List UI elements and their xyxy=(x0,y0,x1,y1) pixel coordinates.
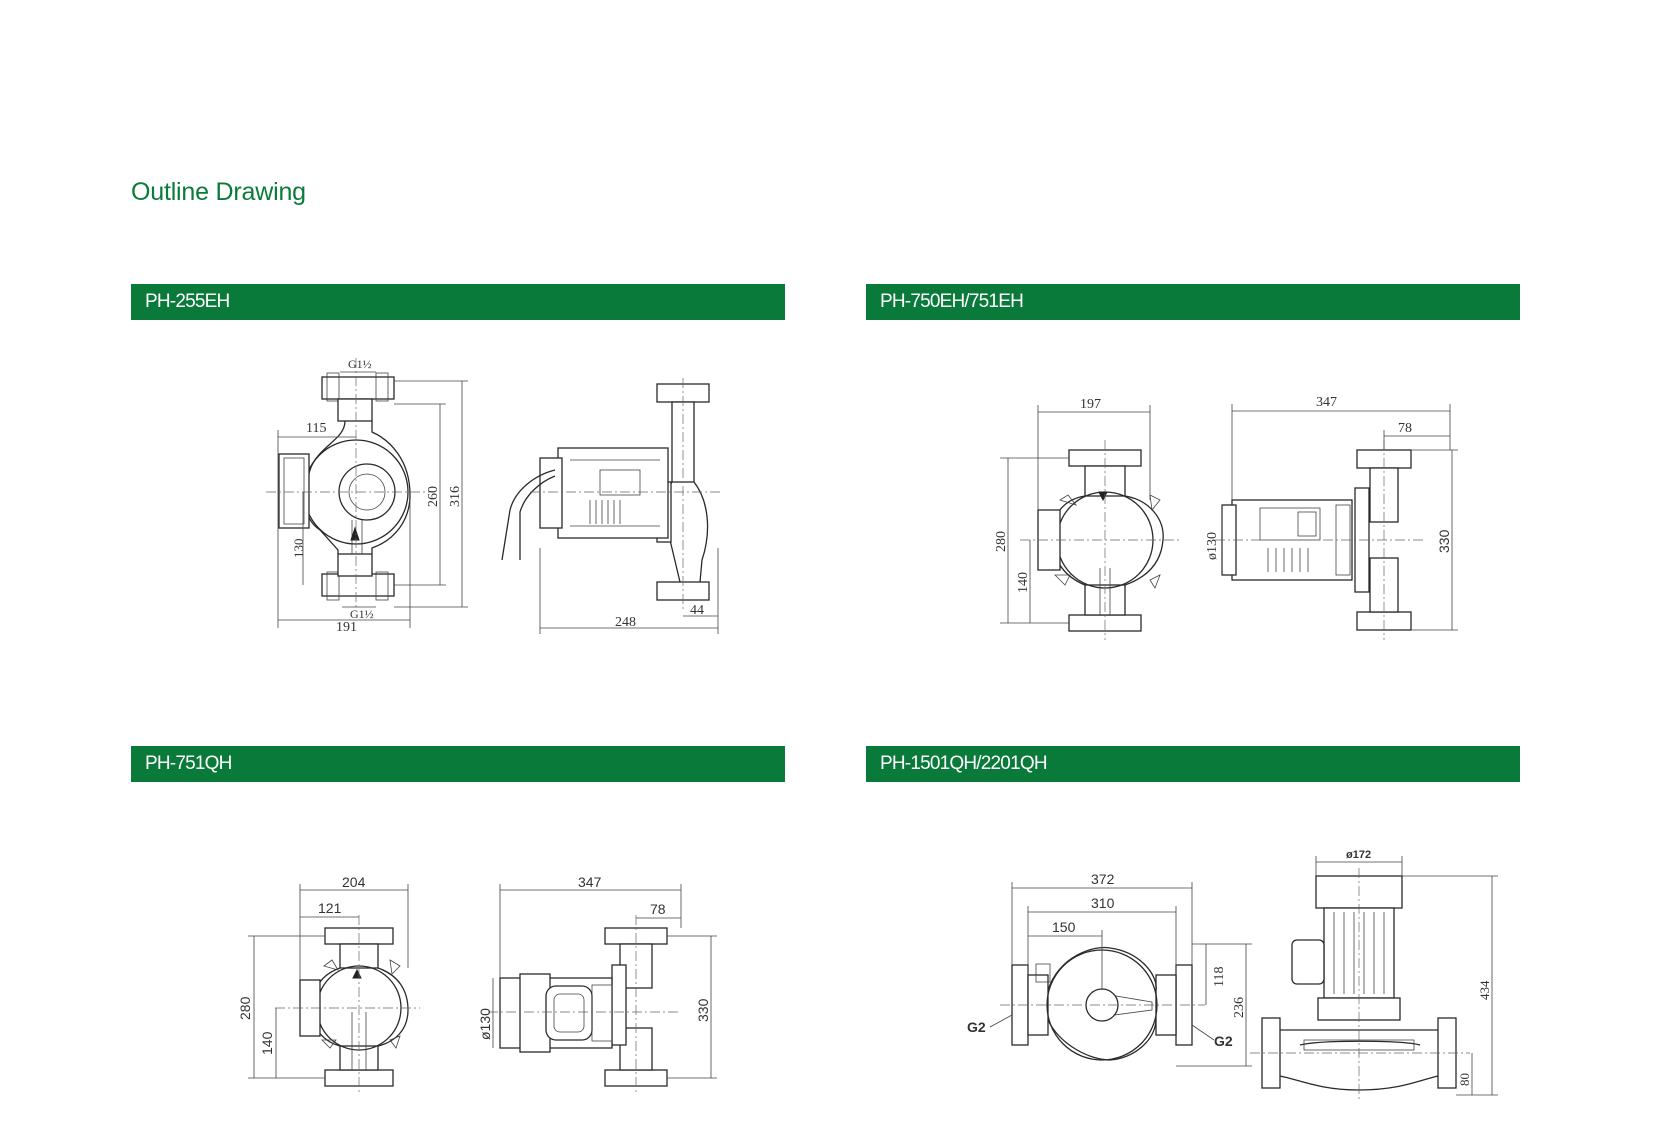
dim-191: 191 xyxy=(336,620,357,635)
ph-751qh-side-view: 347 78 ø130 330 xyxy=(477,874,717,1095)
ph-255eh-front-view: G1½ 115 191 G1½ 130 260 316 xyxy=(266,357,468,635)
dim-140: 140 xyxy=(1016,572,1031,593)
dim-dia-130: ø130 xyxy=(1205,532,1220,560)
dim-330: 330 xyxy=(695,998,711,1022)
dim-330: 330 xyxy=(1436,529,1452,553)
dim-78: 78 xyxy=(650,901,666,917)
dim-310: 310 xyxy=(1091,895,1115,911)
dim-dia-130: ø130 xyxy=(477,1008,493,1040)
dim-dia-172: ø172 xyxy=(1346,849,1371,861)
section-header-ph-255eh: PH-255EH xyxy=(131,284,785,320)
dim-118: 118 xyxy=(1212,967,1227,987)
dim-130: 130 xyxy=(291,539,306,559)
page-title: Outline Drawing xyxy=(131,178,306,206)
dim-197: 197 xyxy=(1080,397,1101,412)
dim-347: 347 xyxy=(578,874,602,890)
ph-750eh-front-view: 197 280 140 xyxy=(994,397,1180,640)
dim-g2-right: G2 xyxy=(1214,1033,1233,1049)
section-header-ph-751qh: PH-751QH xyxy=(131,746,785,782)
dim-150: 150 xyxy=(1052,919,1076,935)
dim-260: 260 xyxy=(426,486,441,507)
ph-1501qh-side-view: ø172 434 80 xyxy=(1250,849,1498,1100)
dim-thread-top: G1½ xyxy=(348,357,372,371)
ph-750eh-side-view: 347 78 ø130 330 xyxy=(1205,395,1458,640)
dim-80: 80 xyxy=(1457,1073,1472,1086)
section-header-ph-750eh: PH-750EH/751EH xyxy=(866,284,1520,320)
dim-204: 204 xyxy=(342,874,366,890)
dim-78: 78 xyxy=(1398,421,1412,436)
dim-121: 121 xyxy=(318,900,342,916)
dim-316: 316 xyxy=(448,486,463,507)
dim-140: 140 xyxy=(259,1031,275,1055)
dim-280: 280 xyxy=(994,531,1009,552)
dim-434: 434 xyxy=(1477,980,1492,1000)
ph-255eh-side-view: 248 44 xyxy=(501,378,722,634)
dim-280: 280 xyxy=(237,996,253,1020)
dim-thread-bottom: G1½ xyxy=(350,607,374,621)
dim-347: 347 xyxy=(1316,395,1337,410)
ph-1501qh-front-view: 372 310 150 118 236 G2 G2 xyxy=(967,871,1252,1067)
section-header-ph-1501qh: PH-1501QH/2201QH xyxy=(866,746,1520,782)
dim-248: 248 xyxy=(615,615,636,630)
dim-g2-left: G2 xyxy=(967,1019,986,1035)
dim-44: 44 xyxy=(690,603,704,618)
ph-751qh-front-view: 204 121 280 140 xyxy=(237,874,420,1095)
dim-236: 236 xyxy=(1232,997,1247,1018)
dim-372: 372 xyxy=(1091,871,1115,887)
dim-115: 115 xyxy=(306,421,326,436)
